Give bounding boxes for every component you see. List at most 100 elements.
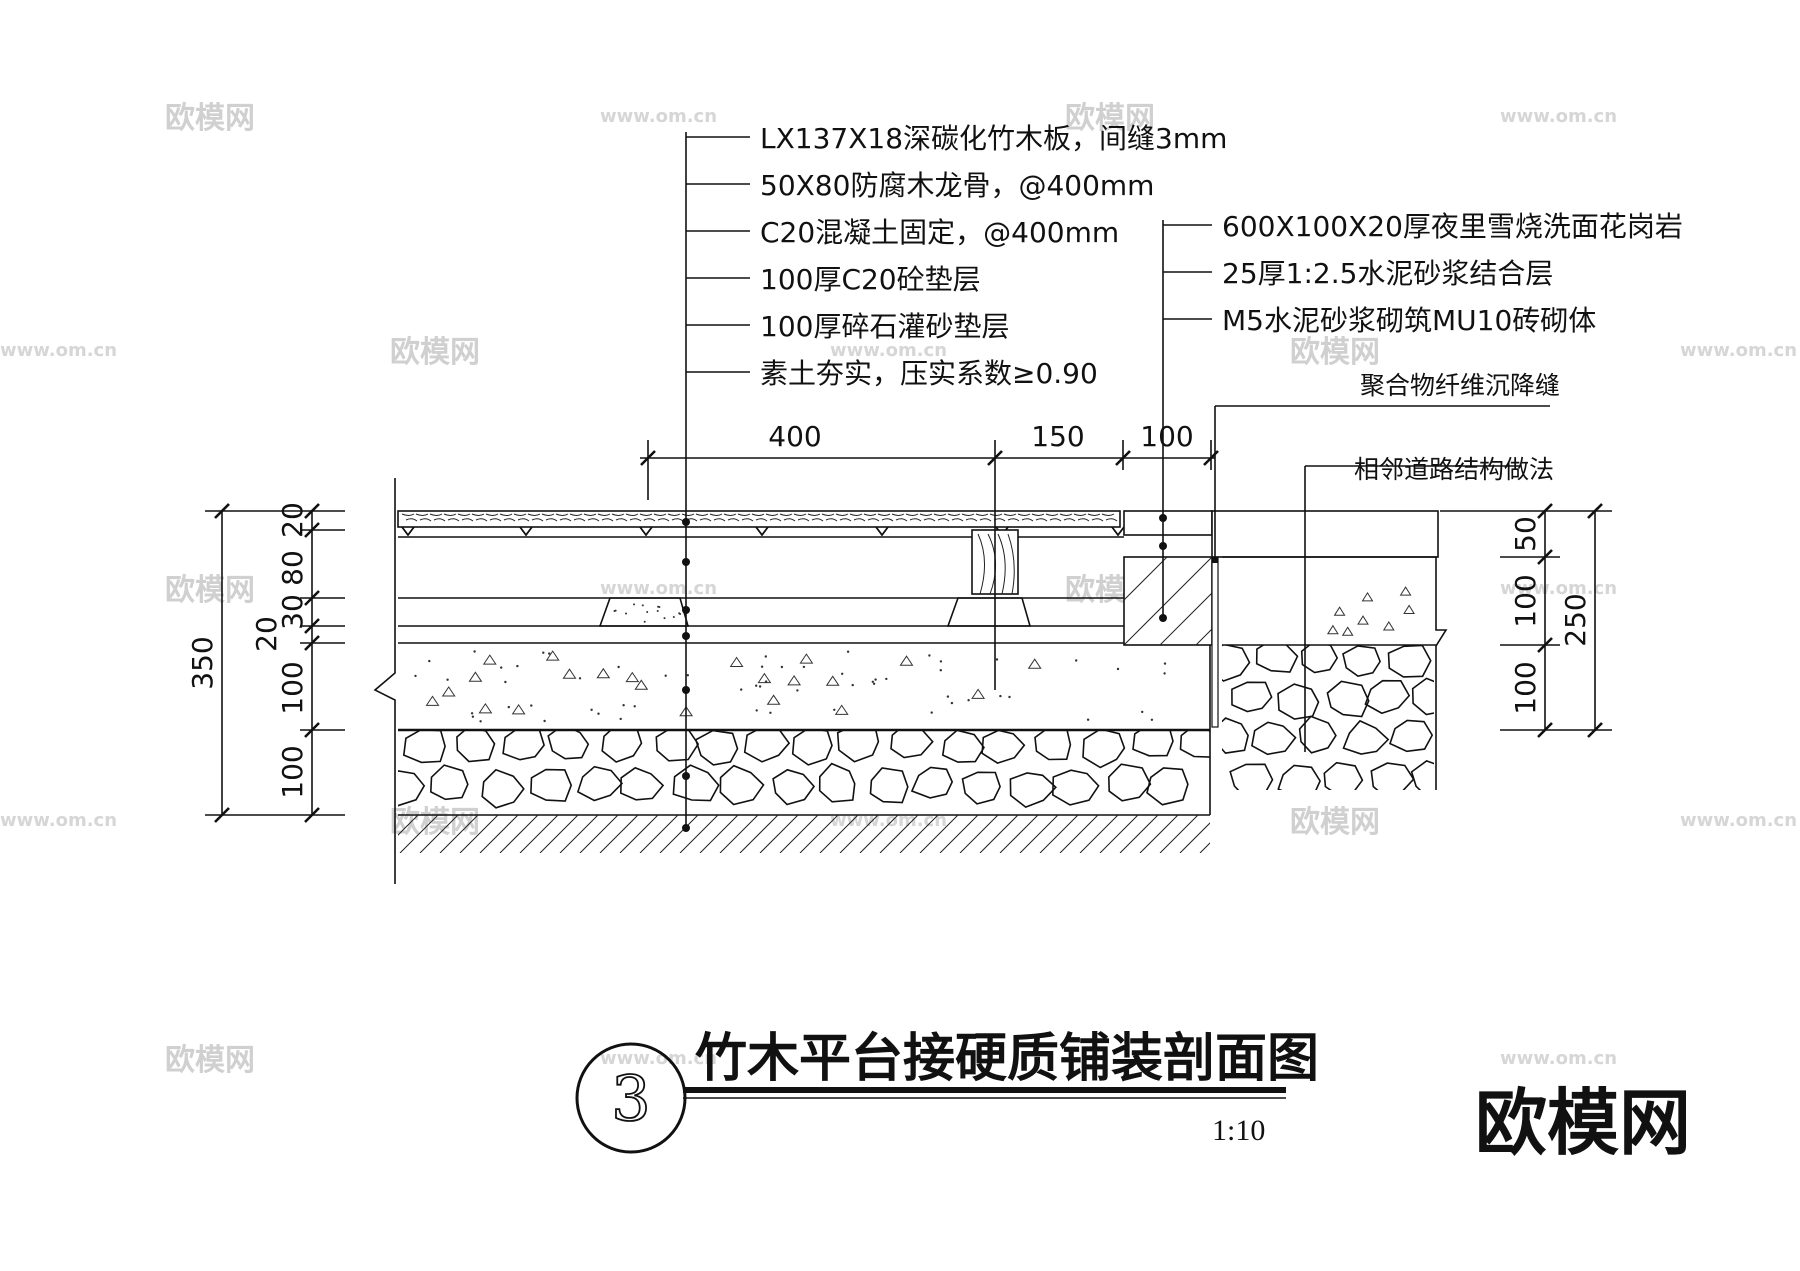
concrete-speck [543,719,546,723]
gravel-stone [1222,645,1251,682]
concrete-speck [950,701,954,705]
concrete-speck [516,664,519,668]
concrete-speck [656,610,659,612]
settlement-joint [1211,556,1219,728]
gravel-stone [791,730,833,766]
concrete-speck [841,672,844,675]
wood-grain-stroke [723,513,740,522]
concrete-speck [939,669,942,672]
wood-grain-stroke [765,513,782,522]
compacted-soil [398,815,1210,853]
dim-tick [1587,722,1603,738]
concrete-speck [446,678,449,681]
gravel-stone [502,730,545,761]
watermark-url: www.om.cn [600,578,717,599]
watermark-url: www.om.cn [830,810,947,831]
wood-grain-stroke [933,513,950,522]
drawing-title: 竹木平台接硬质铺装剖面图 [695,1028,1319,1089]
concrete-speck [780,665,784,669]
leader-dot [682,686,690,694]
concrete-aggregate [1333,606,1346,616]
wood-grain-stroke [1101,513,1118,522]
gravel-stone [672,764,720,802]
gravel-stone [530,768,573,802]
deck-clip [401,526,415,537]
watermark-brand: 欧模网 [165,573,255,608]
concrete-speck [833,708,836,711]
soil-hatch-line [759,815,799,853]
deck-clip [755,526,769,537]
leader-dot [682,606,690,614]
soil-hatch-line [999,815,1039,853]
gravel-stone [981,730,1026,764]
dim-150: 150 [1031,420,1084,453]
gravel-stone [1387,645,1432,678]
adjacent-paving [1211,510,1439,558]
gravel-stone [1034,730,1072,761]
concrete-speck [764,655,767,658]
concrete-speck [755,709,758,712]
soil-hatch-line [519,815,559,853]
brick-hatch [1124,557,1212,645]
concrete-aggregate [757,672,772,684]
label-gravel-bed: 100厚碎石灌砂垫层 [760,310,1009,343]
dim-20-top: 20 [276,502,309,538]
right-callout-labels: 600X100X20厚夜里雪烧洗面花岗岩 25厚1:2.5水泥砂浆结合层 M5水… [1222,210,1683,484]
gravel-stone [772,768,816,806]
gravel-stone [576,765,624,802]
section-structure [373,478,1448,884]
concrete-speck [597,712,600,715]
gravel-stone [1342,719,1390,755]
watermark-brand: 欧模网 [390,805,480,840]
soil-hatch-line [1079,815,1119,853]
wood-grain-stroke [919,513,936,522]
soil-hatch-line [539,815,579,853]
dim-tick [304,590,320,606]
soil-hatch-line [1139,815,1179,853]
dim-tick [304,722,320,738]
wood-grain-stroke [961,513,978,522]
wood-grain-stroke [751,513,768,522]
soil-hatch-line [1199,842,1210,853]
soil-hatch-line [879,815,919,853]
watermark-url: www.om.cn [600,106,717,127]
wood-grain-stroke [1031,513,1048,522]
soil-hatch-line [479,815,519,853]
watermark-url: www.om.cn [600,1048,717,1069]
label-footing: C20混凝土固定，@400mm [760,216,1119,249]
soil-hatch-line [899,815,939,853]
concrete-aggregate [478,702,493,714]
concrete-speck [633,705,636,708]
watermark-brand: 欧模网 [1290,335,1380,370]
soil-hatch-line [859,815,899,853]
concrete-speck [641,604,644,607]
wood-grain-stroke [639,513,656,522]
leader-dot [1159,514,1167,522]
concrete-speck [646,611,649,613]
soil-hatch-line [1059,815,1099,853]
gravel-stone [1231,681,1273,713]
wood-grain-stroke [401,513,418,522]
concrete-speck [1116,667,1120,671]
gravel-stone [1300,645,1339,674]
gravel-stone [1229,763,1274,790]
concrete-aggregate [729,656,744,667]
left-break-line [373,478,396,884]
soil-hatch-line [619,815,659,853]
top-dimensions: 400 150 100 [640,420,1219,690]
gravel-layer [398,730,1210,809]
gravel-stone [1323,761,1364,790]
concrete-speck [1075,659,1078,662]
gravel-stone [1251,721,1297,756]
concrete-speck [1163,662,1167,665]
left-dimensions: 350 20 80 30 20 100 100 [186,502,345,823]
gravel-stone [1179,730,1210,758]
gravel-stone [1342,645,1381,677]
concrete-speck [1141,710,1144,714]
gravel-stone [1411,677,1434,716]
concrete-speck [578,677,582,680]
label-compacted-soil: 素土夯实，压实系数≥0.90 [760,357,1098,390]
concrete-speck [928,654,931,657]
concrete-speck [871,680,874,683]
concrete-speck [500,666,503,669]
